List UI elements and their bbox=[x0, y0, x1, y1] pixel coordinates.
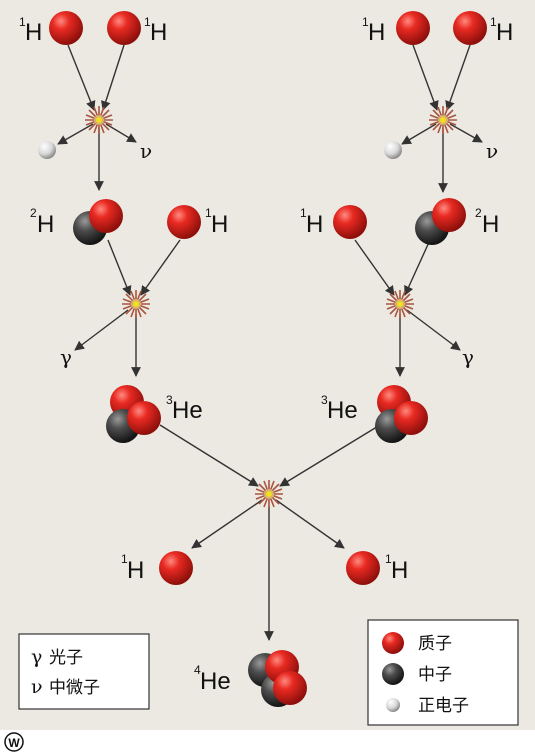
arrow bbox=[191, 499, 263, 549]
legend-nu-symbol: ν bbox=[31, 676, 43, 698]
mass-number: 1 bbox=[490, 15, 497, 29]
deuterium-nucleus bbox=[73, 199, 123, 245]
arrow bbox=[74, 309, 129, 351]
fusion-flash bbox=[84, 105, 114, 135]
arrow bbox=[412, 44, 439, 111]
legend-box bbox=[18, 633, 150, 710]
mass-number: 2 bbox=[30, 206, 37, 220]
proton bbox=[159, 551, 193, 585]
helium3-label: He bbox=[327, 397, 358, 424]
legend-positron-text: 正电子 bbox=[418, 696, 469, 716]
arrow bbox=[107, 239, 132, 296]
proton bbox=[89, 199, 123, 233]
proton bbox=[394, 401, 428, 435]
mass-number: 4 bbox=[194, 663, 201, 677]
mass-number: 1 bbox=[19, 15, 26, 29]
neutrino-symbol: ν bbox=[140, 139, 152, 163]
mass-number: 2 bbox=[475, 206, 482, 220]
legend-radiation: γ 光子 ν 中微子 bbox=[18, 633, 150, 710]
logo-letter: W bbox=[8, 736, 20, 750]
fusion-flash bbox=[385, 289, 415, 319]
mass-number: 1 bbox=[385, 552, 392, 566]
arrow bbox=[406, 309, 461, 351]
wikimedia-logo-icon: W bbox=[4, 732, 24, 752]
proton bbox=[273, 671, 307, 705]
legend-neutron-text: 中子 bbox=[418, 665, 452, 685]
legend-proton-swatch bbox=[382, 632, 404, 654]
gamma-symbol: γ bbox=[462, 345, 474, 369]
mass-number: 3 bbox=[321, 393, 328, 407]
mass-number: 1 bbox=[362, 15, 369, 29]
neutrino-symbol: ν bbox=[486, 139, 498, 163]
gamma-symbol: γ bbox=[60, 345, 72, 369]
legend-proton-text: 质子 bbox=[418, 634, 452, 654]
legend-positron-swatch bbox=[386, 698, 400, 712]
arrow bbox=[275, 499, 345, 549]
legend-gamma-symbol: γ bbox=[31, 646, 42, 668]
mass-number: 1 bbox=[300, 206, 307, 220]
deuterium-label: H bbox=[482, 211, 499, 238]
reaction-arrows bbox=[57, 44, 483, 641]
hydrogen-label: H bbox=[211, 211, 228, 238]
proton bbox=[49, 11, 83, 45]
proton bbox=[167, 205, 201, 239]
proton bbox=[333, 205, 367, 239]
fusion-flash bbox=[428, 105, 458, 135]
legend-neutron-swatch bbox=[382, 663, 404, 685]
mass-number: 1 bbox=[205, 206, 212, 220]
arrow bbox=[57, 123, 94, 145]
arrow bbox=[404, 239, 431, 296]
arrow bbox=[279, 424, 381, 487]
helium3-nucleus bbox=[106, 385, 161, 443]
proton bbox=[107, 11, 141, 45]
deuterium-label: H bbox=[37, 211, 54, 238]
hydrogen-label: H bbox=[306, 211, 323, 238]
hydrogen-label: H bbox=[391, 557, 408, 584]
proton bbox=[127, 401, 161, 435]
positron bbox=[384, 141, 402, 159]
arrow bbox=[445, 44, 471, 111]
arrow bbox=[101, 44, 125, 111]
arrow bbox=[401, 123, 437, 145]
fusion-flash bbox=[121, 289, 151, 319]
legend-particles: 质子 中子 正电子 bbox=[367, 619, 519, 726]
helium4-nucleus bbox=[248, 650, 307, 707]
mass-number: 3 bbox=[166, 393, 173, 407]
arrow bbox=[67, 44, 96, 111]
hydrogen-label: H bbox=[150, 19, 167, 46]
hydrogen-label: H bbox=[368, 19, 385, 46]
deuterium-nucleus bbox=[415, 198, 466, 245]
proton bbox=[432, 198, 466, 232]
proton bbox=[453, 11, 487, 45]
helium4-label: He bbox=[200, 668, 231, 695]
helium3-label: He bbox=[172, 397, 203, 424]
arrow bbox=[354, 239, 395, 296]
positron bbox=[38, 141, 56, 159]
legend-gamma-text: 光子 bbox=[49, 648, 83, 668]
arrow bbox=[140, 239, 181, 296]
hydrogen-label: H bbox=[25, 19, 42, 46]
mass-number: 1 bbox=[144, 15, 151, 29]
hydrogen-label: H bbox=[496, 19, 513, 46]
arrow bbox=[449, 123, 483, 143]
fusion-flash bbox=[254, 479, 284, 509]
mass-number: 1 bbox=[121, 552, 128, 566]
arrow bbox=[105, 123, 137, 143]
arrow bbox=[159, 424, 259, 487]
legend-nu-text: 中微子 bbox=[49, 678, 100, 698]
proton bbox=[346, 551, 380, 585]
proton bbox=[396, 11, 430, 45]
hydrogen-label: H bbox=[127, 557, 144, 584]
helium3-nucleus bbox=[375, 385, 428, 443]
